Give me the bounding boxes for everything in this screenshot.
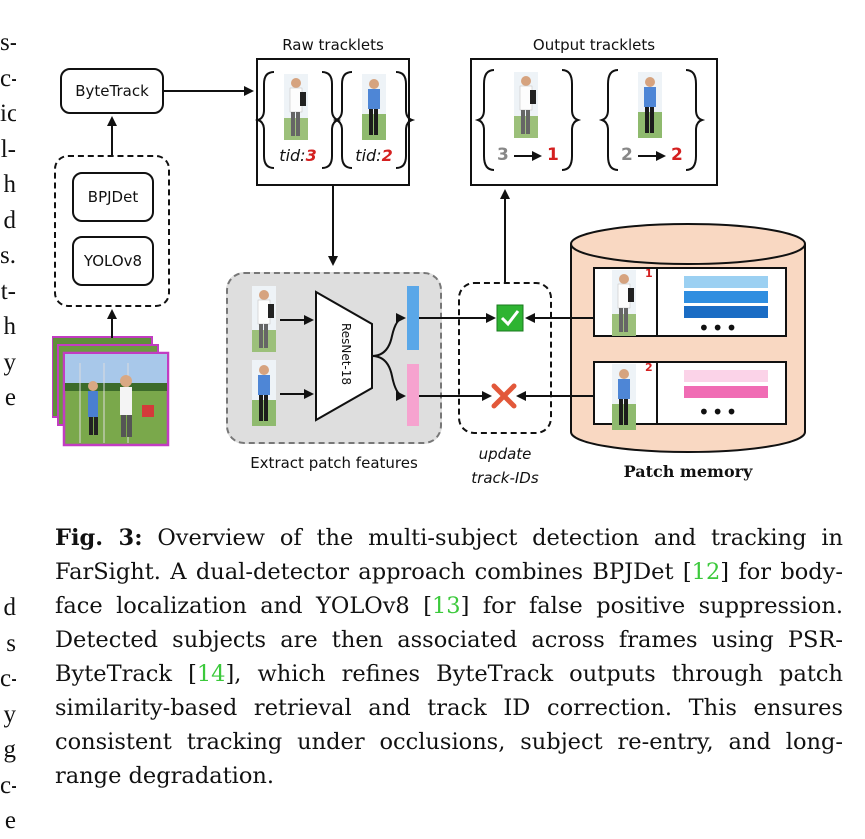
left-column-fragment: d <box>3 206 17 234</box>
person-blue-thumbnail <box>362 74 386 140</box>
update-label-line2: track-IDs <box>471 469 539 487</box>
out-from-1: 3 <box>497 145 509 165</box>
raw-tid-2-id: 2 <box>381 146 393 165</box>
caption-part2: ] for body-face localization and YOLOv8 … <box>55 559 843 619</box>
patch-blue <box>252 360 276 426</box>
input-frames <box>51 333 170 453</box>
frames-illustration <box>51 336 170 447</box>
left-column-fragment: h <box>3 171 17 198</box>
left-column-fragment: l- <box>0 135 16 163</box>
left-column-fragment: h <box>3 313 17 340</box>
resnet-label: ResNet-18 <box>339 322 353 386</box>
out-to-2: 2 <box>671 145 683 165</box>
check-icon <box>496 304 524 332</box>
yolov8-box: YOLOv8 <box>72 236 154 286</box>
raw-tid-2-prefix: tid: <box>355 146 382 165</box>
raw-tracklet-2 <box>332 71 416 169</box>
output-tracklet-1 <box>474 69 582 171</box>
left-column-fragment: c- <box>0 771 16 799</box>
left-column-fragment: e <box>4 384 16 411</box>
memory-row-2 <box>593 361 787 430</box>
caption-prefix: Fig. 3: <box>55 525 143 551</box>
bytetrack-box: ByteTrack <box>60 68 164 114</box>
caption-part4: ], which refines ByteTrack outputs throu… <box>55 661 843 789</box>
left-column-fragment: c- <box>0 665 16 692</box>
bpjdet-box: BPJDet <box>72 172 154 222</box>
person-blue-output <box>638 72 662 138</box>
output-tracklets-box <box>470 58 718 186</box>
caption-part1: Overview of the multi-subject detection … <box>55 525 843 585</box>
figure-graphics <box>107 69 806 453</box>
update-box <box>458 282 552 434</box>
out-to-1: 1 <box>547 145 559 165</box>
memory-id-2: 2 <box>645 361 653 374</box>
update-label-line1: update <box>478 445 532 463</box>
raw-tracklets-title: Raw tracklets <box>282 36 384 54</box>
left-column-fragment: s- <box>0 29 16 56</box>
caption-ref-13[interactable]: 13 <box>431 593 461 619</box>
person-white-output <box>513 71 539 139</box>
memory-id-1: 1 <box>645 267 653 280</box>
left-column-fragment: g <box>3 736 17 763</box>
figure-caption: Fig. 3: Overview of the multi-subject de… <box>55 521 843 793</box>
output-tracklet-2 <box>598 69 706 171</box>
raw-tid-1-id: 3 <box>305 146 317 165</box>
extract-label: Extract patch features <box>250 454 418 472</box>
left-column-fragment: ic <box>0 100 16 127</box>
left-column-fragment: c- <box>0 64 16 92</box>
memory-dots-1: ••• <box>698 316 740 340</box>
left-column-fragment: d <box>3 594 17 621</box>
memory-label: Patch memory <box>623 462 753 481</box>
left-column-fragment: y <box>3 700 17 728</box>
left-column-fragment: t- <box>0 277 16 305</box>
caption-ref-14[interactable]: 14 <box>196 661 226 687</box>
yolov8-label: YOLOv8 <box>83 252 143 270</box>
left-column-fragment: s. <box>0 242 16 269</box>
feature-blue <box>407 286 419 350</box>
caption-ref-12[interactable]: 12 <box>691 559 721 585</box>
left-column-fragment: e <box>4 807 16 834</box>
left-column-fragment: y <box>3 348 17 376</box>
left-column-upper: s-c-icl-hds.t-hye <box>0 25 16 416</box>
patch-white <box>251 285 277 353</box>
out-from-2: 2 <box>621 145 633 165</box>
raw-tid-2: tid:2 <box>346 146 402 165</box>
left-column-fragment: s <box>6 629 16 657</box>
cross-icon <box>491 383 517 409</box>
raw-tid-1-prefix: tid: <box>279 146 306 165</box>
memory-row-1 <box>593 267 787 337</box>
left-column-lower: ds c-yg c-e <box>0 590 16 839</box>
raw-tid-1: tid:3 <box>270 146 326 165</box>
feature-pink <box>407 364 419 426</box>
memory-dots-2: ••• <box>698 400 740 424</box>
caption-part3: ] for false positive suppression. Detect… <box>55 593 844 687</box>
bpjdet-label: BPJDet <box>87 188 139 206</box>
resnet-block <box>315 290 373 422</box>
output-tracklets-title: Output tracklets <box>532 36 656 54</box>
bytetrack-label: ByteTrack <box>75 82 149 100</box>
person-white-thumbnail <box>283 73 309 141</box>
